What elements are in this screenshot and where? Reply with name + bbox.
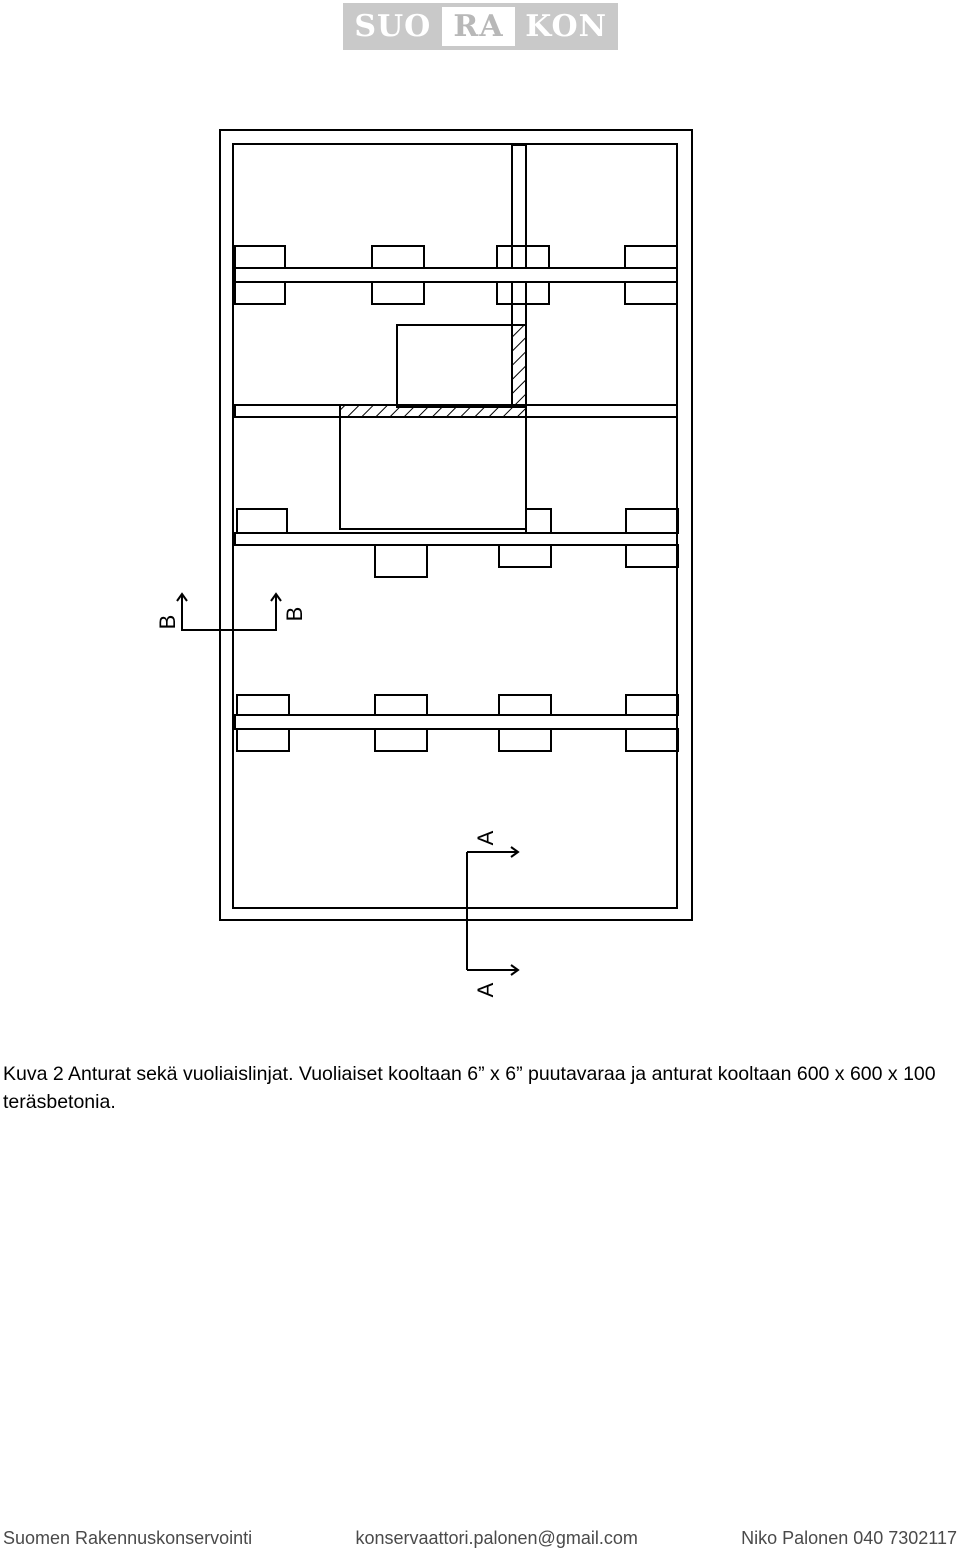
footing: [624, 245, 678, 269]
section-line-b: [176, 592, 282, 631]
beam-line-3: [234, 694, 679, 752]
footer-email: konservaattori.palonen@gmail.com: [355, 1528, 638, 1548]
outer-foundation-wall: [219, 129, 693, 921]
footing: [498, 694, 552, 716]
footing: [374, 728, 428, 752]
footer-company: Suomen Rakennuskonservointi: [3, 1528, 253, 1548]
section-label-b-left: B: [155, 615, 180, 630]
footing: [625, 728, 679, 752]
footing: [625, 508, 679, 534]
foundation-plan-drawing: B B A A: [155, 129, 693, 997]
beam-line-1: [234, 245, 678, 305]
hatched-wall-vertical: [511, 324, 527, 408]
beam-line-2: [234, 508, 679, 578]
logo-part-kon: KON: [525, 9, 608, 44]
suorakon-logo: SUO RA KON: [343, 3, 618, 50]
beam: [234, 267, 678, 283]
footer-contact: Niko Palonen 040 7302117: [741, 1528, 957, 1548]
section-label-a-bottom: A: [473, 982, 498, 997]
footing: [625, 544, 679, 568]
footing: [525, 508, 552, 534]
section-label-b-right: B: [282, 607, 307, 622]
hatched-wall-horizontal: [339, 404, 527, 418]
footing: [236, 508, 288, 534]
figure-caption: Kuva 2 Anturat sekä vuoliaislinjat. Vuol…: [3, 1063, 936, 1113]
footing: [371, 245, 425, 269]
footing: [496, 245, 550, 269]
beam: [234, 714, 678, 730]
footing: [234, 281, 286, 305]
footing: [236, 694, 290, 716]
footing: [496, 281, 550, 305]
inner-foundation-wall: [232, 143, 678, 909]
opening-box: [339, 416, 527, 530]
logo-part-suo: SUO: [354, 9, 432, 44]
footing: [498, 728, 552, 752]
footing: [234, 245, 286, 269]
footing: [624, 281, 678, 305]
section-label-a-top: A: [473, 830, 498, 845]
opening-outline: [396, 324, 513, 408]
footing: [374, 694, 428, 716]
logo-part-ra: RA: [441, 7, 516, 46]
footing: [625, 694, 679, 716]
footing: [498, 544, 552, 568]
page-footer: Suomen Rakennuskonservointi konservaatto…: [3, 1528, 957, 1549]
footing: [371, 281, 425, 305]
footing: [374, 544, 428, 578]
section-line-a: [466, 846, 520, 976]
footing: [236, 728, 290, 752]
beam: [234, 532, 678, 546]
